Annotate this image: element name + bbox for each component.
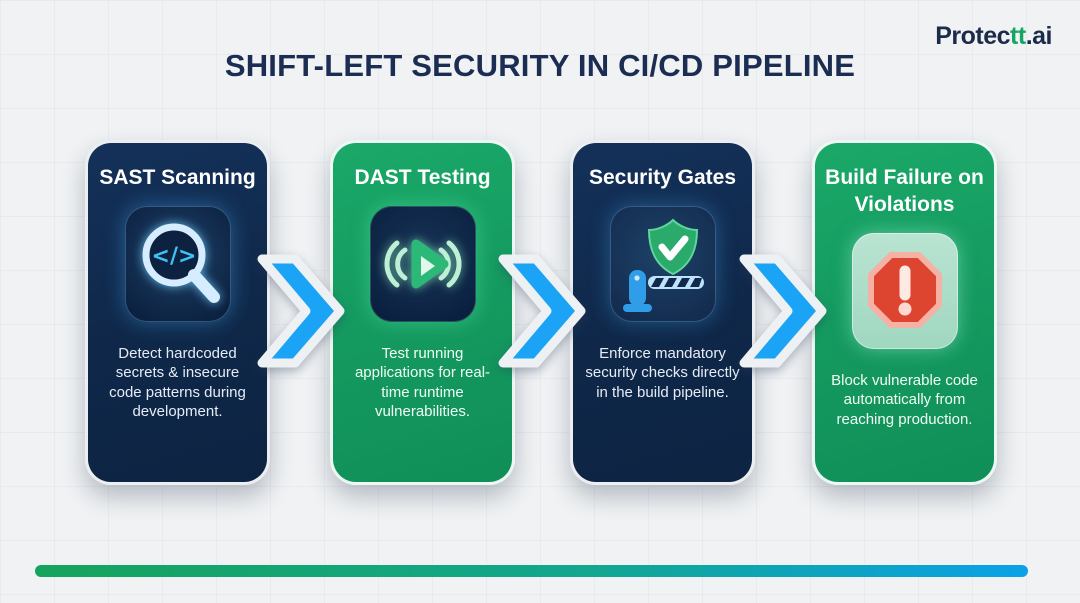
shield-check-gate-icon: [622, 218, 704, 312]
icon-tile: [609, 205, 716, 322]
card-title: Security Gates: [588, 166, 737, 189]
broadcast-play-icon: [383, 239, 462, 289]
brand-logo-part1: Protec: [935, 22, 1011, 50]
card-security-gates: Security Gates Enforce mandatory securit…: [570, 140, 755, 485]
card-description: Enforce mandatory security checks direct…: [585, 344, 740, 401]
card-dast-testing: DAST Testing Test running applications f…: [330, 140, 515, 485]
page-title: SHIFT-LEFT SECURITY IN CI/CD PIPELINE: [224, 48, 856, 83]
code-magnifier-icon: </>: [142, 223, 220, 303]
icon-tile: </>: [124, 205, 231, 322]
svg-text:</>: </>: [151, 244, 196, 269]
card-build-failure: Build Failure on Violations Block vulner…: [812, 140, 997, 485]
card-description: Detect hardcoded secrets & insecure code…: [109, 344, 246, 421]
flow-arrow-icon: [255, 252, 347, 370]
icon-tile: [851, 232, 958, 349]
brand-logo-part2: tt: [1010, 22, 1026, 50]
card-sast-scanning: SAST Scanning </> Detect hardcoded secre…: [85, 140, 270, 485]
brand-logo-part3: .ai: [1025, 22, 1053, 50]
icon-tile: [369, 205, 476, 322]
card-title: Build Failure on Violations: [825, 166, 984, 216]
stop-warning-icon: [867, 251, 942, 328]
card-title: SAST Scanning: [99, 166, 256, 189]
card-description: Block vulnerable code automatically from…: [831, 371, 978, 428]
card-description: Test running applications for real-time …: [354, 344, 491, 421]
brand-logo: Protectt.ai: [935, 22, 1052, 51]
flow-arrow-icon: [496, 252, 588, 370]
footer-gradient-bar: [35, 565, 1028, 577]
flow-arrow-icon: [737, 252, 829, 370]
card-title: DAST Testing: [354, 166, 491, 189]
